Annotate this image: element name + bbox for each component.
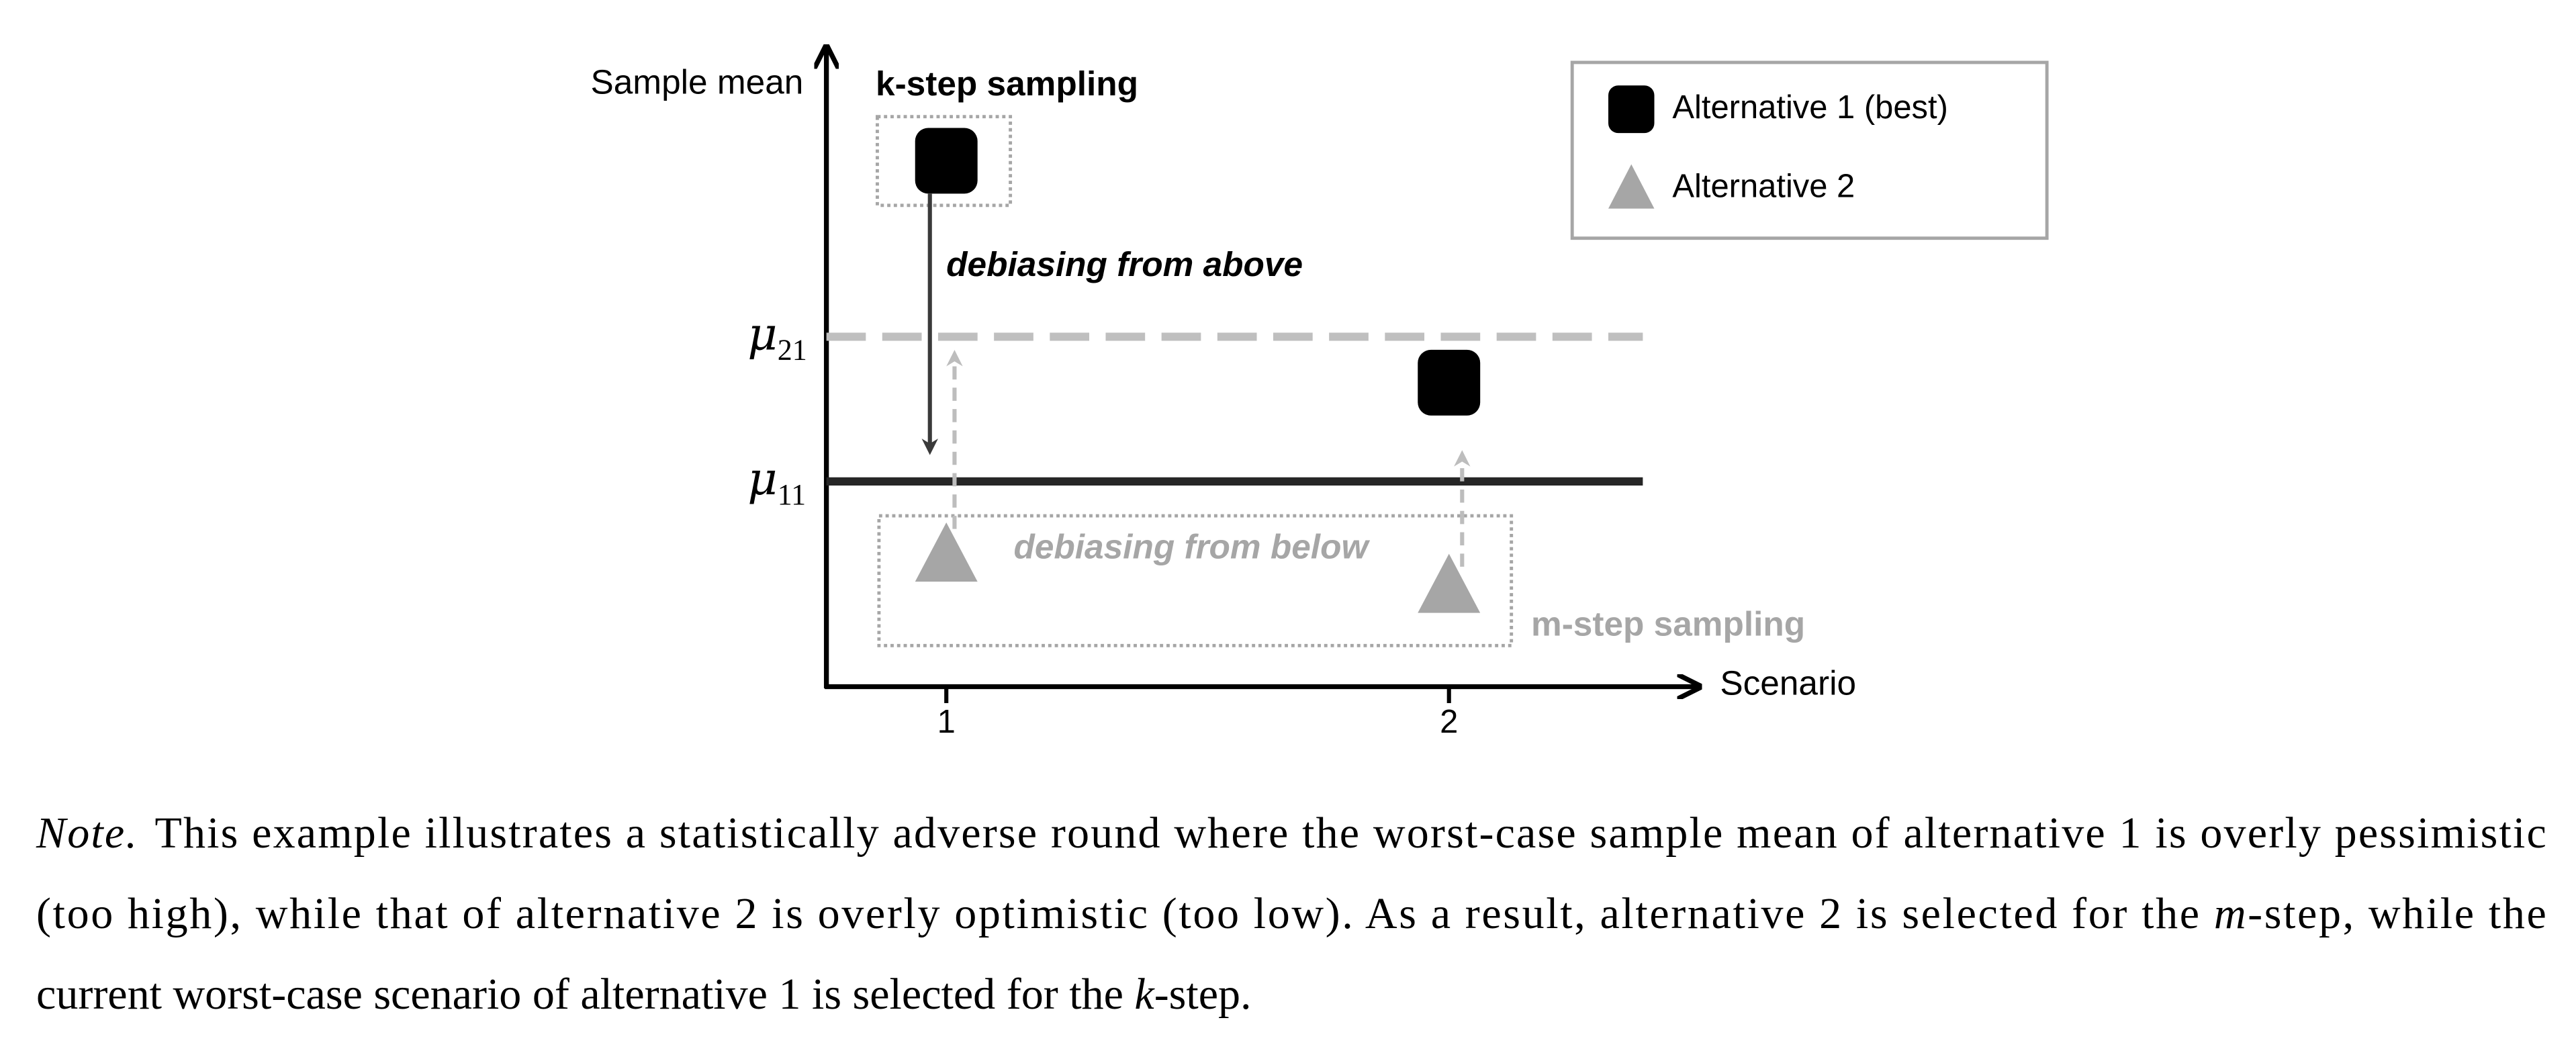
chart: Sample mean Scenario 1 2 μ21 μ11 k-step sa… [590, 49, 2049, 740]
legend-square-icon [1608, 85, 1655, 134]
debias-above-label: debiasing from above [946, 245, 1303, 283]
note-line-2: (too high), while that of alternative 2 … [36, 889, 2546, 938]
legend-label-alt1: Alternative 1 (best) [1672, 89, 1947, 126]
debias-below-label: debiasing from below [1013, 528, 1370, 566]
note-line-1: Note. This example illustrates a statisti… [36, 809, 2546, 858]
k-step-box [876, 115, 1013, 208]
x-axis-label: Scenario [1720, 664, 1856, 702]
k-step-label: k-step sampling [876, 64, 1138, 103]
note-m: m [2214, 889, 2246, 938]
legend: Alternative 1 (best) Alternative 2 [1570, 60, 2049, 240]
legend-box [1570, 60, 2049, 240]
note-text: -step. [1154, 970, 1252, 1019]
note-k: k [1134, 970, 1155, 1019]
x-tick-label: 2 [1440, 704, 1458, 740]
alt1-point-scenario-2 [1418, 349, 1481, 416]
note-label: Note. [36, 809, 137, 858]
note: Note. This example illustrates a statisti… [36, 809, 2546, 1019]
m-step-label: m-step sampling [1531, 605, 1805, 643]
reference-label-mu21: μ21 [747, 308, 807, 367]
note-text: current worst-case scenario of alternati… [36, 970, 1134, 1019]
y-axis-label: Sample mean [590, 62, 803, 101]
note-text: (too high), while that of alternative 2 … [36, 889, 2212, 938]
note-text: This example illustrates a statistically… [154, 809, 2546, 858]
m-step-box [877, 514, 1514, 647]
note-line-3: current worst-case scenario of alternati… [36, 970, 1252, 1019]
alt2-point-scenario-1 [915, 522, 978, 582]
x-tick-label: 1 [937, 704, 956, 740]
legend-triangle-icon [1608, 164, 1655, 209]
alt1-point-scenario-1 [915, 128, 978, 194]
reference-label-mu11: μ11 [747, 452, 806, 511]
note-text: -step, while the [2248, 889, 2546, 938]
alt2-point-scenario-2 [1418, 553, 1481, 613]
legend-label-alt2: Alternative 2 [1672, 169, 1855, 205]
